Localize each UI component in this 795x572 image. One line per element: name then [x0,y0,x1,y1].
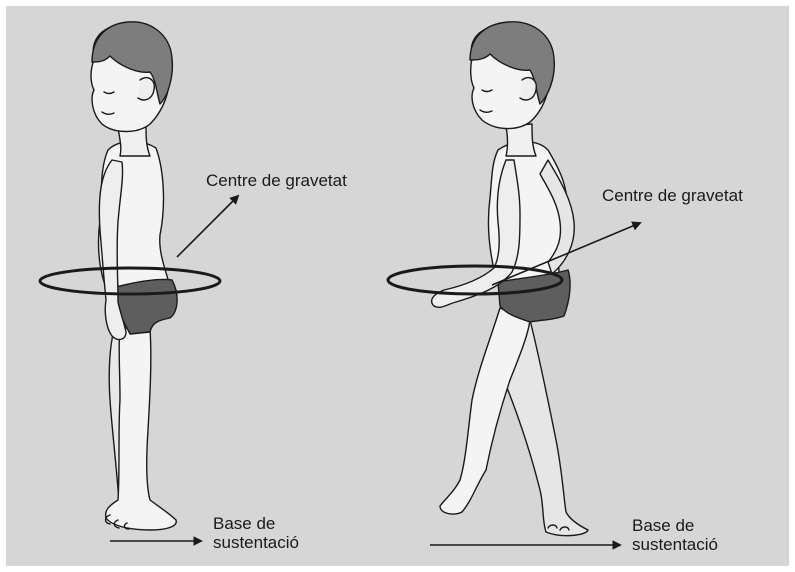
center-of-gravity-label-left: Centre de gravetat [206,171,347,190]
base-label-line1: Base de [213,514,299,533]
walking-child [432,22,588,536]
base-label-line1: Base de [632,516,718,535]
base-of-support-label-left: Base de sustentació [213,514,299,552]
base-of-support-label-right: Base de sustentació [632,516,718,554]
standing-child [91,22,177,530]
center-of-gravity-label-right: Centre de gravetat [602,186,743,205]
base-label-line2: sustentació [213,533,299,552]
base-label-line2: sustentació [632,535,718,554]
gravity-arrow-left [177,196,238,257]
